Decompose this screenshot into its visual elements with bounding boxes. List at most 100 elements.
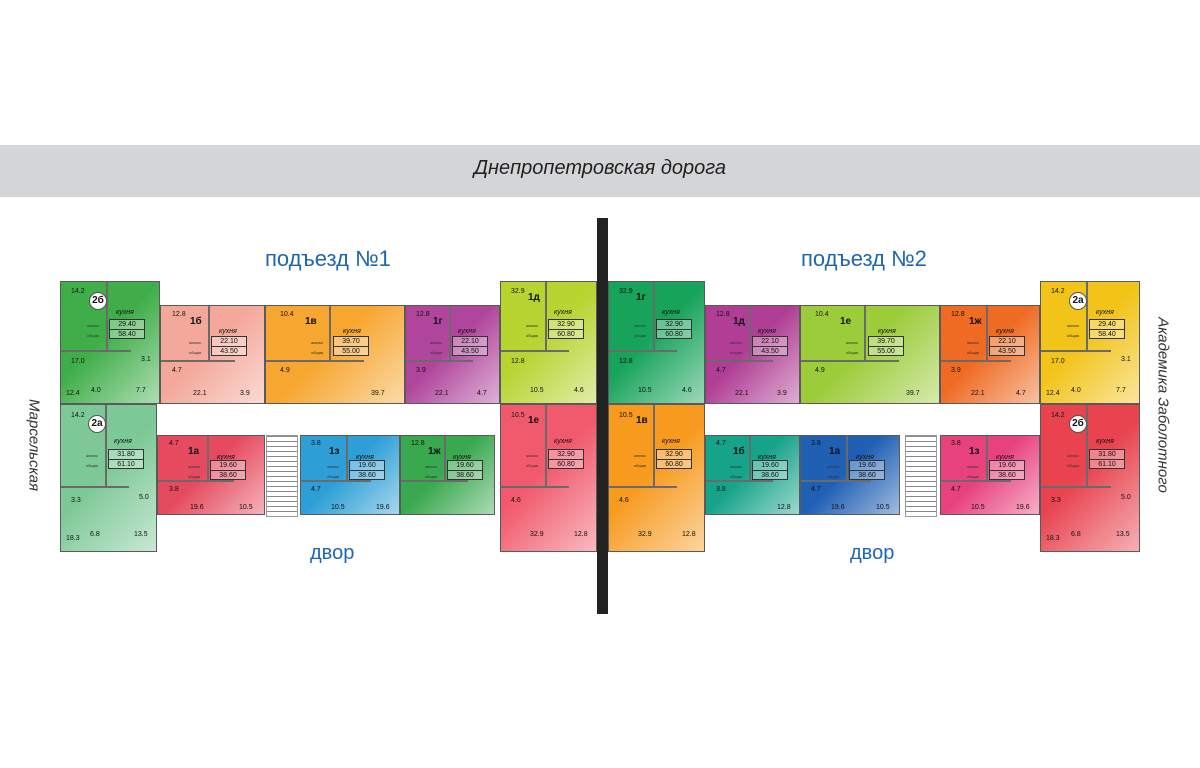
total-area-value: 61.10 [1089, 459, 1125, 469]
living-area-value: 22.10 [452, 336, 488, 346]
room-area: 4.6 [682, 387, 692, 394]
apartment-name: 2б [89, 292, 107, 310]
living-area-value: 32.90 [656, 319, 692, 329]
interior-wall [801, 360, 899, 362]
interior-wall [105, 405, 107, 486]
total-area-value: 55.00 [333, 346, 369, 356]
room-area: 4.6 [511, 497, 521, 504]
interior-wall [1086, 405, 1088, 486]
interior-wall [706, 360, 773, 362]
living-area-label: жилая [188, 464, 200, 469]
room-area: 10.4 [815, 311, 829, 318]
kitchen-label: кухня [1096, 438, 1114, 445]
living-area-value: 31.80 [108, 449, 144, 459]
apartment-name: 1а [188, 446, 200, 457]
room-area: 3.9 [951, 367, 961, 374]
interior-wall [864, 306, 866, 360]
room-area: 13.5 [134, 531, 148, 538]
living-area-label: жилая [1067, 453, 1079, 458]
interior-wall [846, 436, 848, 480]
apartment-name: 1б [190, 316, 202, 327]
interior-wall [106, 282, 108, 350]
kitchen-label: кухня [856, 454, 874, 461]
room-area: 3.8 [311, 440, 321, 447]
room-area: 12.4 [66, 390, 80, 397]
total-area-value: 38.60 [210, 470, 246, 480]
living-area-value: 19.60 [752, 460, 788, 470]
room-area: 14.2 [71, 412, 85, 419]
living-area-value: 19.60 [210, 460, 246, 470]
room-area: 5.0 [1121, 494, 1131, 501]
interior-wall [329, 306, 331, 360]
room-area: 17.0 [1051, 358, 1065, 365]
interior-wall [346, 436, 348, 480]
total-area-label: общая [425, 474, 438, 479]
room-area: 4.7 [311, 486, 321, 493]
kitchen-label: кухня [554, 309, 572, 316]
interior-wall [1041, 486, 1111, 488]
room-area: 4.6 [574, 387, 584, 394]
apartment-name: 1д [528, 292, 540, 303]
room-area: 3.1 [1121, 356, 1131, 363]
kitchen-label: кухня [217, 454, 235, 461]
apartment-name: 1а [829, 446, 841, 457]
interior-wall [749, 436, 751, 480]
total-area-value: 58.40 [109, 329, 145, 339]
staircase-1 [266, 435, 298, 517]
living-area-label: жилая [327, 464, 339, 469]
interior-wall [653, 405, 655, 486]
total-area-value: 43.50 [989, 346, 1025, 356]
room-area: 4.6 [619, 497, 629, 504]
road-band: Днепропетровская дорога [0, 145, 1200, 197]
room-area: 4.0 [1071, 387, 1081, 394]
living-area-label: жилая [967, 464, 979, 469]
interior-wall [266, 360, 364, 362]
kitchen-label: кухня [219, 328, 237, 335]
interior-wall [406, 360, 473, 362]
total-area-value: 43.50 [452, 346, 488, 356]
total-area-value: 60.80 [656, 459, 692, 469]
kitchen-label: кухня [116, 309, 134, 316]
total-area-value: 38.60 [989, 470, 1025, 480]
total-area-label: общая [846, 350, 859, 355]
apartment-name: 1в [636, 415, 648, 426]
living-area-label: жилая [311, 340, 323, 345]
living-area-label: жилая [730, 340, 742, 345]
kitchen-label: кухня [554, 438, 572, 445]
total-area-value: 61.10 [108, 459, 144, 469]
room-area: 14.2 [1051, 288, 1065, 295]
interior-wall [207, 436, 209, 480]
apartment-name: 1е [528, 415, 540, 426]
apartment-name: 1в [305, 316, 317, 327]
room-area: 3.3 [71, 497, 81, 504]
room-area: 10.5 [511, 412, 525, 419]
living-area-value: 22.10 [752, 336, 788, 346]
staircase-2 [905, 435, 937, 517]
room-area: 4.7 [477, 390, 487, 397]
room-area: 10.5 [530, 387, 544, 394]
room-area: 3.9 [777, 390, 787, 397]
apartment-name: 2а [1069, 292, 1087, 310]
